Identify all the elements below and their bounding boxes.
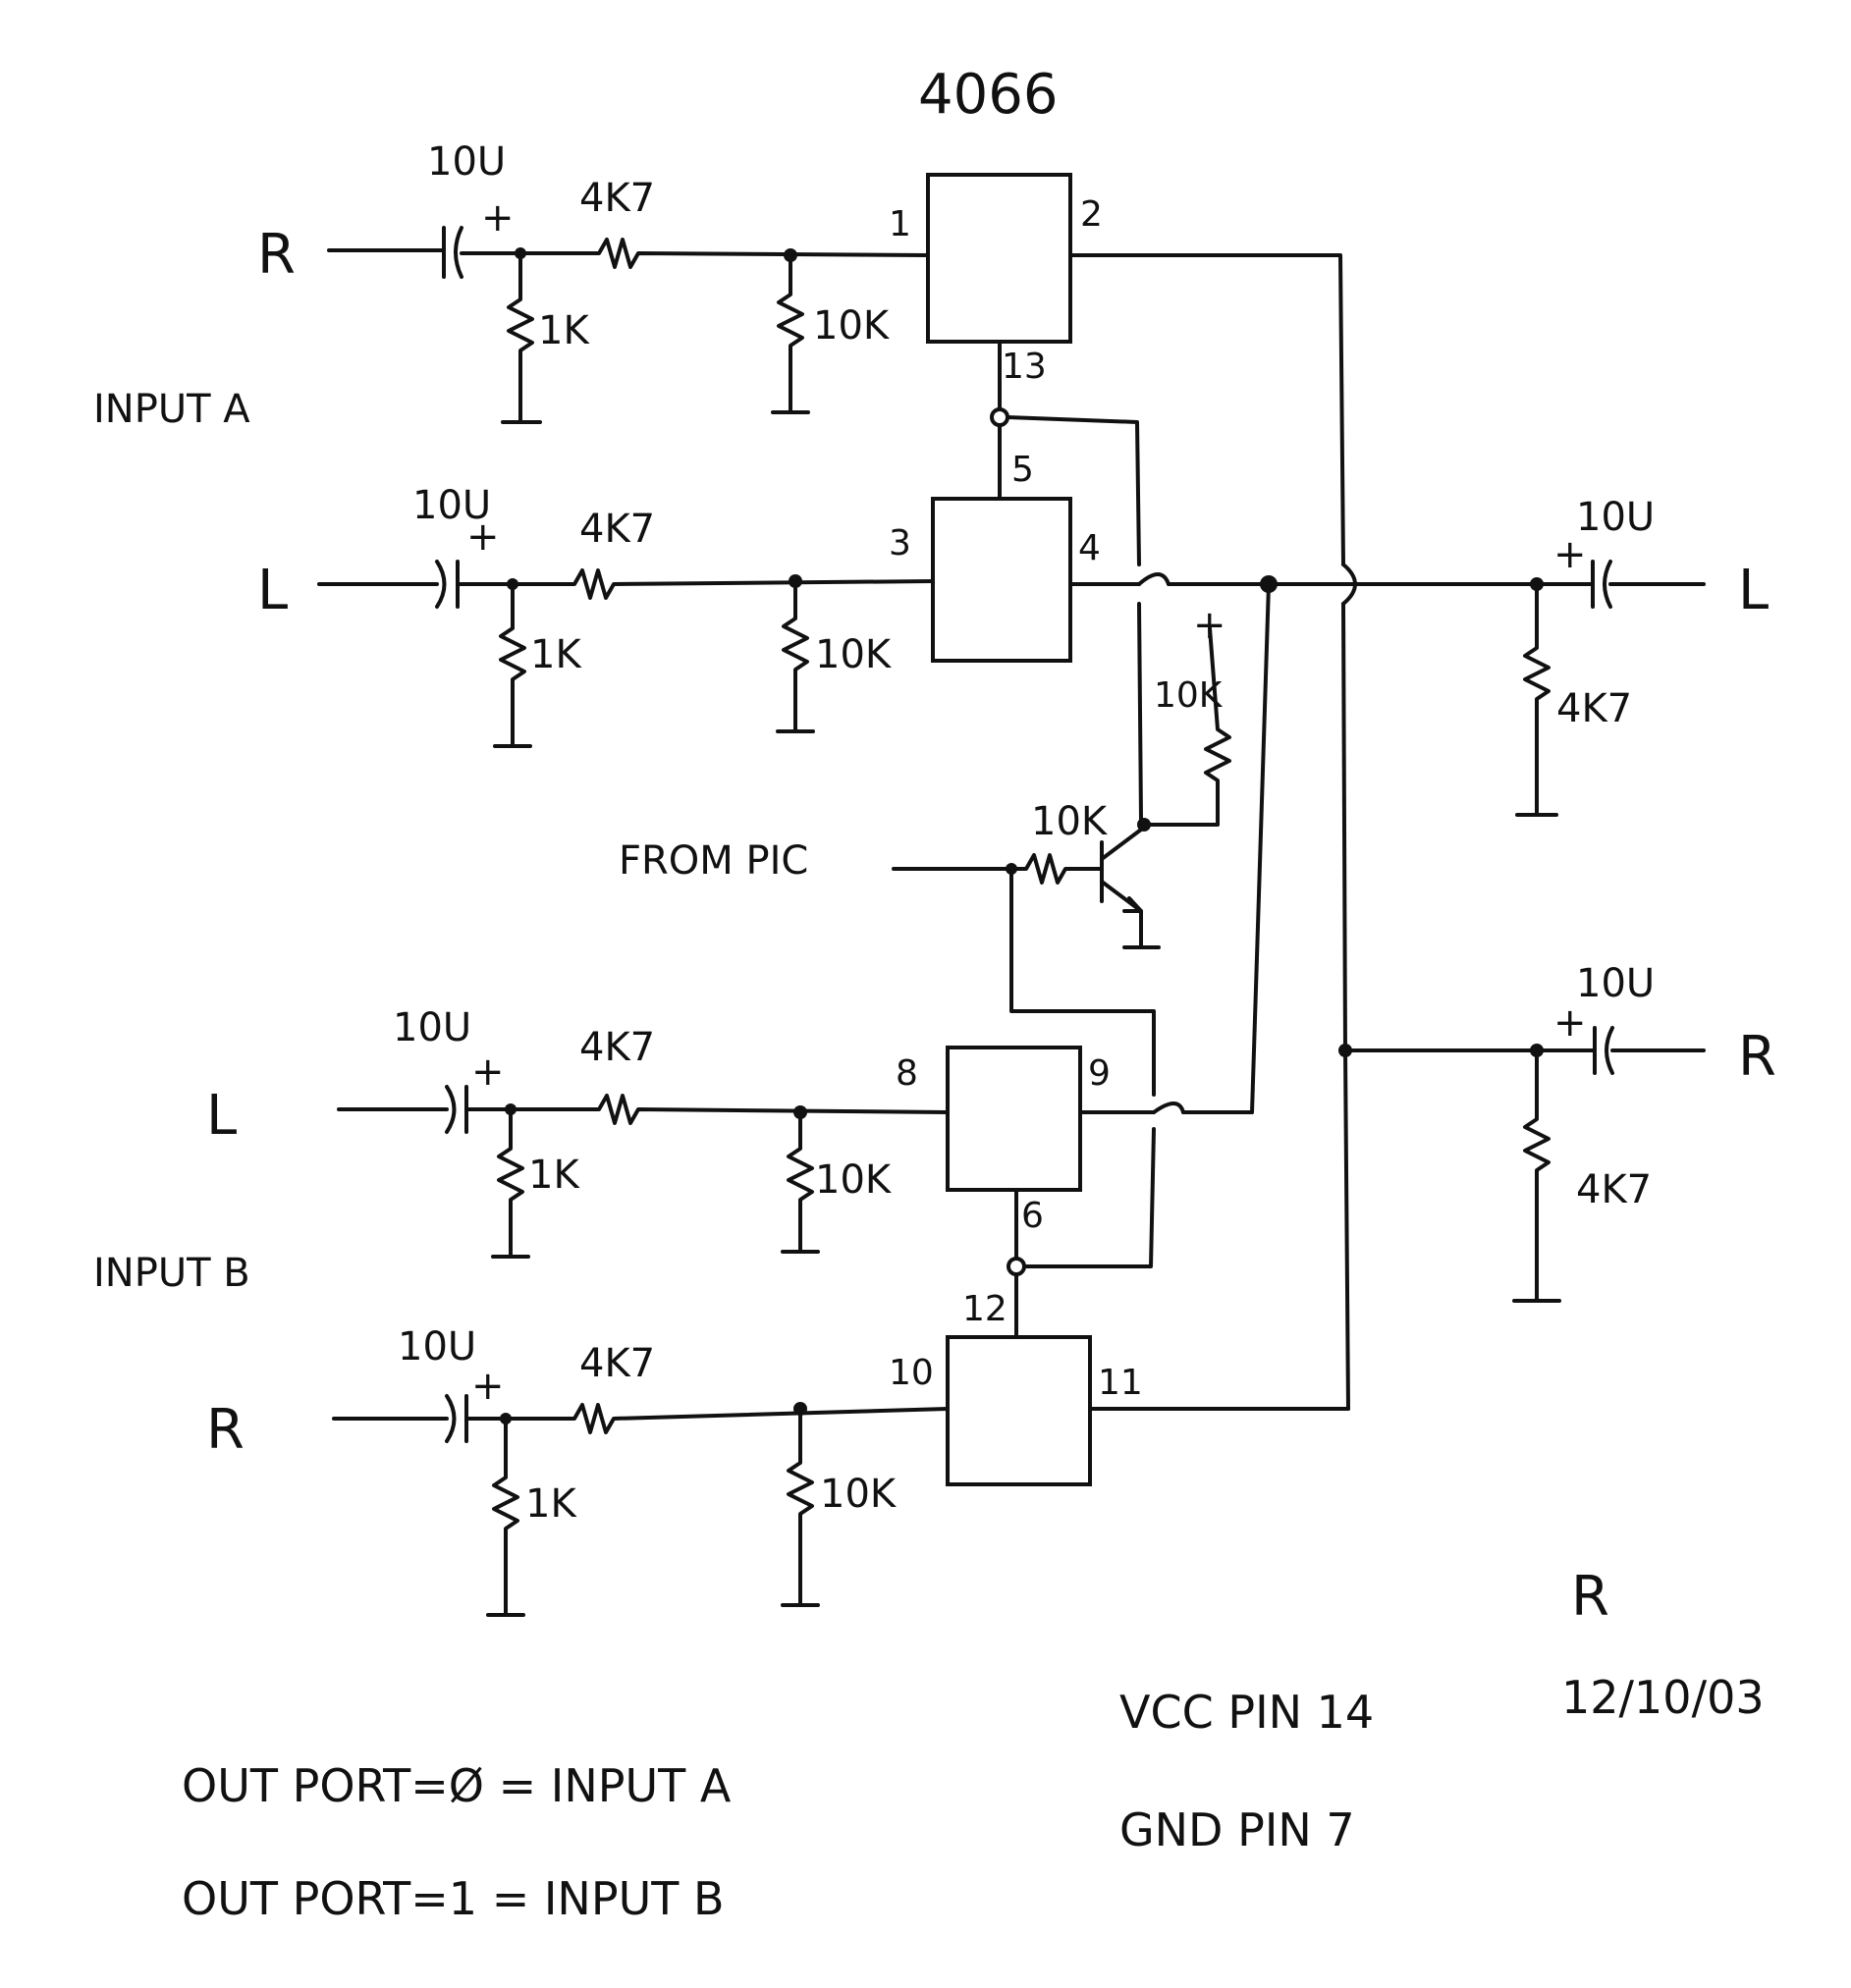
pin-13: 13 <box>1002 347 1047 387</box>
row3-channel-label: L <box>206 1084 237 1148</box>
date-note: 12/10/03 <box>1561 1671 1765 1724</box>
pin-5: 5 <box>1011 450 1034 490</box>
pin-2: 2 <box>1080 194 1103 235</box>
port1-note: OUT PORT=1 = INPUT B <box>182 1872 725 1925</box>
pin-6: 6 <box>1021 1196 1044 1236</box>
out-left-cap-plus: + <box>1553 532 1587 577</box>
pullup-value: 10K <box>1154 675 1224 716</box>
row2-channel-label: L <box>257 559 288 622</box>
row3-cap-value: 10U <box>393 1005 471 1050</box>
row2-series-resistor-value: 4K7 <box>579 507 655 552</box>
row2-cap-plus: + <box>466 514 500 560</box>
pin-4: 4 <box>1078 528 1101 568</box>
row1-cap-value: 10U <box>427 139 506 185</box>
row4-channel-label: R <box>206 1398 245 1462</box>
vcc-note: VCC PIN 14 <box>1119 1686 1374 1739</box>
row2-shunt-1k-label: 1K <box>530 632 582 677</box>
row3-shunt-1k-label: 1K <box>528 1153 580 1198</box>
row1-shunt-10k-label: 10K <box>813 303 891 349</box>
row1-series-resistor-value: 4K7 <box>579 176 655 221</box>
out-right-cap-value: 10U <box>1576 961 1655 1006</box>
author-initial: R <box>1571 1565 1609 1629</box>
row4-cap-value: 10U <box>398 1324 476 1370</box>
row1-cap-plus: + <box>481 195 515 241</box>
pin-9: 9 <box>1088 1053 1111 1094</box>
row4-series-resistor-value: 4K7 <box>579 1341 655 1386</box>
pullup-plus: + <box>1193 603 1226 648</box>
pin-11: 11 <box>1098 1363 1143 1403</box>
pin-12: 12 <box>962 1289 1007 1329</box>
row-input-b-right: R + 10U 4K7 1K 10K <box>206 1324 950 1617</box>
transistor-driver: FROM PIC 10K + 10K <box>619 603 1231 949</box>
input-b-label: INPUT B <box>93 1251 250 1296</box>
row4-shunt-10k-label: 10K <box>820 1472 898 1517</box>
row3-cap-plus: + <box>471 1049 505 1095</box>
switch-3-4 <box>931 497 1072 663</box>
row-input-a-right: R + 10U 4K7 1K 10K <box>257 139 930 424</box>
gnd-note: GND PIN 7 <box>1119 1803 1355 1856</box>
pin-10: 10 <box>889 1353 934 1393</box>
row3-series-resistor-value: 4K7 <box>579 1025 655 1070</box>
row4-cap-plus: + <box>471 1364 505 1409</box>
from-pic-label: FROM PIC <box>619 838 808 884</box>
row1-shunt-1k-label: 1K <box>538 308 590 353</box>
switch-10-11 <box>946 1335 1092 1486</box>
row2-shunt-10k-label: 10K <box>815 632 893 677</box>
chip-title: 4066 <box>918 63 1059 127</box>
row3-shunt-10k-label: 10K <box>815 1157 893 1203</box>
row2-cap-value: 10U <box>412 483 491 528</box>
row1-channel-label: R <box>257 223 296 287</box>
input-a-label: INPUT A <box>93 387 250 432</box>
out-right-cap-plus: + <box>1553 1000 1587 1046</box>
out-left-cap-value: 10U <box>1576 495 1655 540</box>
base-resistor-value: 10K <box>1031 799 1109 844</box>
output-left-label: L <box>1738 559 1769 622</box>
switch-8-9 <box>946 1046 1082 1192</box>
out-left-resistor-value: 4K7 <box>1556 686 1632 731</box>
switch-1-2 <box>926 173 1072 344</box>
output-left-stage: 10U + L 4K7 <box>1515 495 1769 817</box>
row-input-a-left: L + 10U 4K7 1K 10K <box>257 483 935 748</box>
out-right-resistor-value: 4K7 <box>1576 1167 1652 1212</box>
pin-1: 1 <box>889 204 911 244</box>
row-input-b-left: L + 10U 4K7 1K 10K <box>206 1005 950 1259</box>
output-right-label: R <box>1738 1025 1776 1089</box>
port0-note: OUT PORT=Ø = INPUT A <box>182 1759 732 1812</box>
row4-shunt-1k-label: 1K <box>525 1481 577 1527</box>
output-right-stage: 10U + R 4K7 <box>1512 961 1776 1303</box>
pin-3: 3 <box>889 523 911 564</box>
pin-8: 8 <box>896 1053 918 1094</box>
